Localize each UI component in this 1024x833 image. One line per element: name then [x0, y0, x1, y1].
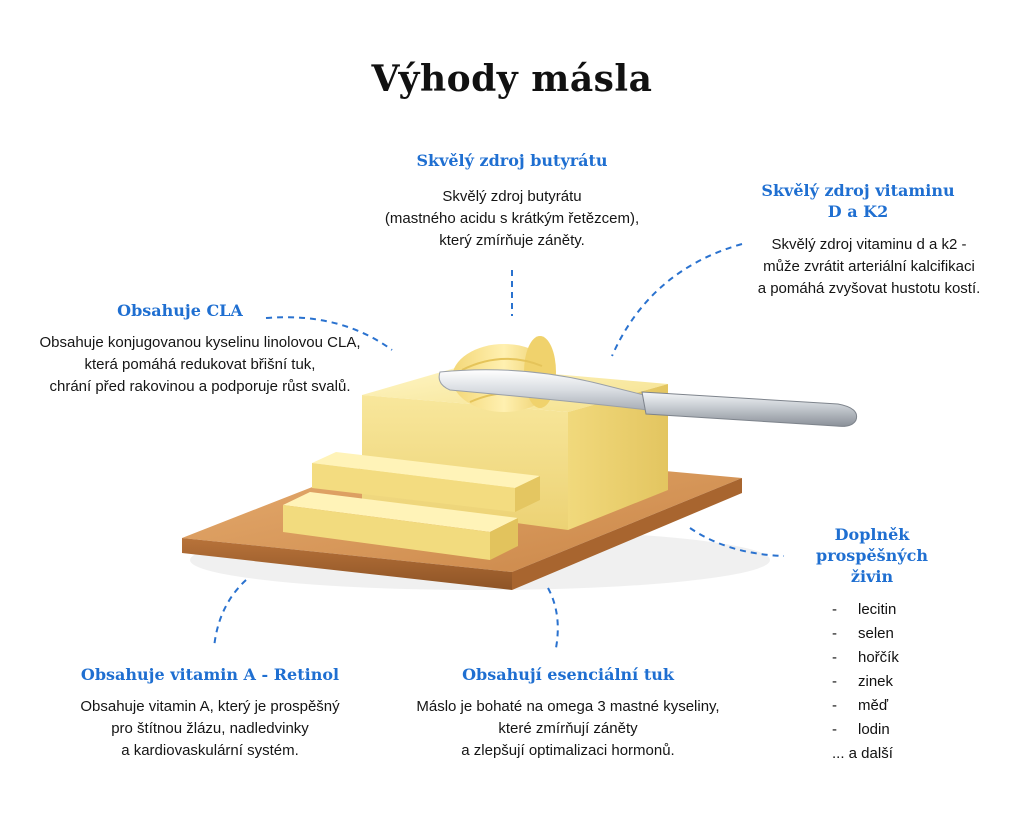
connector-cla	[265, 316, 393, 351]
list-bullet: -	[832, 721, 837, 738]
list-item: - lodin	[832, 718, 899, 742]
list-item-label: selen	[858, 625, 894, 642]
list-bullet: -	[832, 697, 837, 714]
vitamin-a-line: a kardiovaskulární systém.	[121, 742, 299, 759]
connector-fats	[547, 587, 559, 649]
butyrate-heading: Skvělý zdroj butyrátu	[416, 151, 608, 170]
list-item-label: měď	[858, 697, 889, 714]
connector-nutrients	[689, 527, 785, 557]
list-bullet: -	[832, 625, 837, 642]
vitamin-d-k2-heading: Skvělý zdroj vitaminu D a K2	[728, 180, 988, 222]
list-item-more: ... a další	[832, 742, 899, 766]
vitamin-d-k2-heading-line: Skvělý zdroj vitaminu	[761, 181, 955, 200]
butyrate-line: Skvělý zdroj butyrátu	[442, 188, 582, 205]
list-bullet: -	[832, 673, 837, 690]
nutrients-heading-line: Doplněk	[834, 525, 910, 544]
list-item-label: hořčík	[858, 649, 899, 666]
fats-line: které zmírňují záněty	[498, 720, 638, 737]
list-bullet: -	[832, 601, 837, 618]
nutrients-heading-line: živin	[850, 567, 894, 586]
vitamin-a-heading: Obsahuje vitamin A - Retinol	[80, 665, 340, 684]
butyrate-text: Skvělý zdroj butyrátu (mastného acidu s …	[332, 186, 692, 252]
vitamin-a-line: pro štítnou žlázu, nadledvinky	[111, 720, 309, 737]
cla-line: chrání před rakovinou a podporuje růst s…	[49, 378, 351, 395]
connector-vitamin-d-k2	[611, 243, 743, 357]
list-item: - selen	[832, 622, 899, 646]
list-item-label: lecitin	[858, 601, 897, 618]
vitamin-d-k2-line: Skvělý zdroj vitaminu d a k2 -	[771, 236, 967, 253]
vitamin-d-k2-text: Skvělý zdroj vitaminu d a k2 - může zvrá…	[724, 234, 1014, 300]
fats-text: Máslo je bohaté na omega 3 mastné kyseli…	[382, 696, 754, 762]
cla-heading: Obsahuje CLA	[117, 301, 243, 320]
fats-line: a zlepšují optimalizaci hormonů.	[461, 742, 675, 759]
page-title: Výhody másla	[371, 58, 653, 100]
butter-knife-icon	[438, 369, 858, 427]
list-item: - měď	[832, 694, 899, 718]
vitamin-d-k2-heading-line: D a K2	[827, 202, 889, 221]
cla-line: která pomáhá redukovat břišní tuk,	[84, 356, 316, 373]
butyrate-line: který zmírňuje záněty.	[439, 232, 585, 249]
list-item: - hořčík	[832, 646, 899, 670]
connector-vitamin-a	[213, 579, 247, 649]
list-item-label: ... a další	[832, 745, 893, 762]
list-bullet: -	[832, 649, 837, 666]
list-item: - lecitin	[832, 598, 899, 622]
cla-line: Obsahuje konjugovanou kyselinu linolovou…	[39, 334, 361, 351]
butyrate-line: (mastného acidu s krátkým řetězcem),	[384, 210, 640, 227]
vitamin-a-text: Obsahuje vitamin A, který je prospěšný p…	[40, 696, 380, 762]
fats-line: Máslo je bohaté na omega 3 mastné kyseli…	[416, 698, 720, 715]
fats-heading: Obsahují esenciální tuk	[462, 665, 674, 684]
nutrients-list: - lecitin - selen - hořčík - zinek - měď - lod…	[832, 598, 899, 766]
list-item-label: zinek	[858, 673, 894, 690]
vitamin-d-k2-line: a pomáhá zvyšovat hustotu kostí.	[757, 280, 981, 297]
butter-slice-icon	[283, 452, 540, 560]
list-item-label: lodin	[858, 721, 890, 738]
vitamin-d-k2-line: může zvrátit arteriální kalcifikaci	[763, 258, 975, 275]
nutrients-heading-line: prospěšných	[816, 546, 928, 565]
list-item: - zinek	[832, 670, 899, 694]
nutrients-heading: Doplněk prospěšných živin	[782, 524, 962, 587]
vitamin-a-line: Obsahuje vitamin A, který je prospěšný	[80, 698, 340, 715]
cla-text: Obsahuje konjugovanou kyselinu linolovou…	[4, 332, 396, 398]
